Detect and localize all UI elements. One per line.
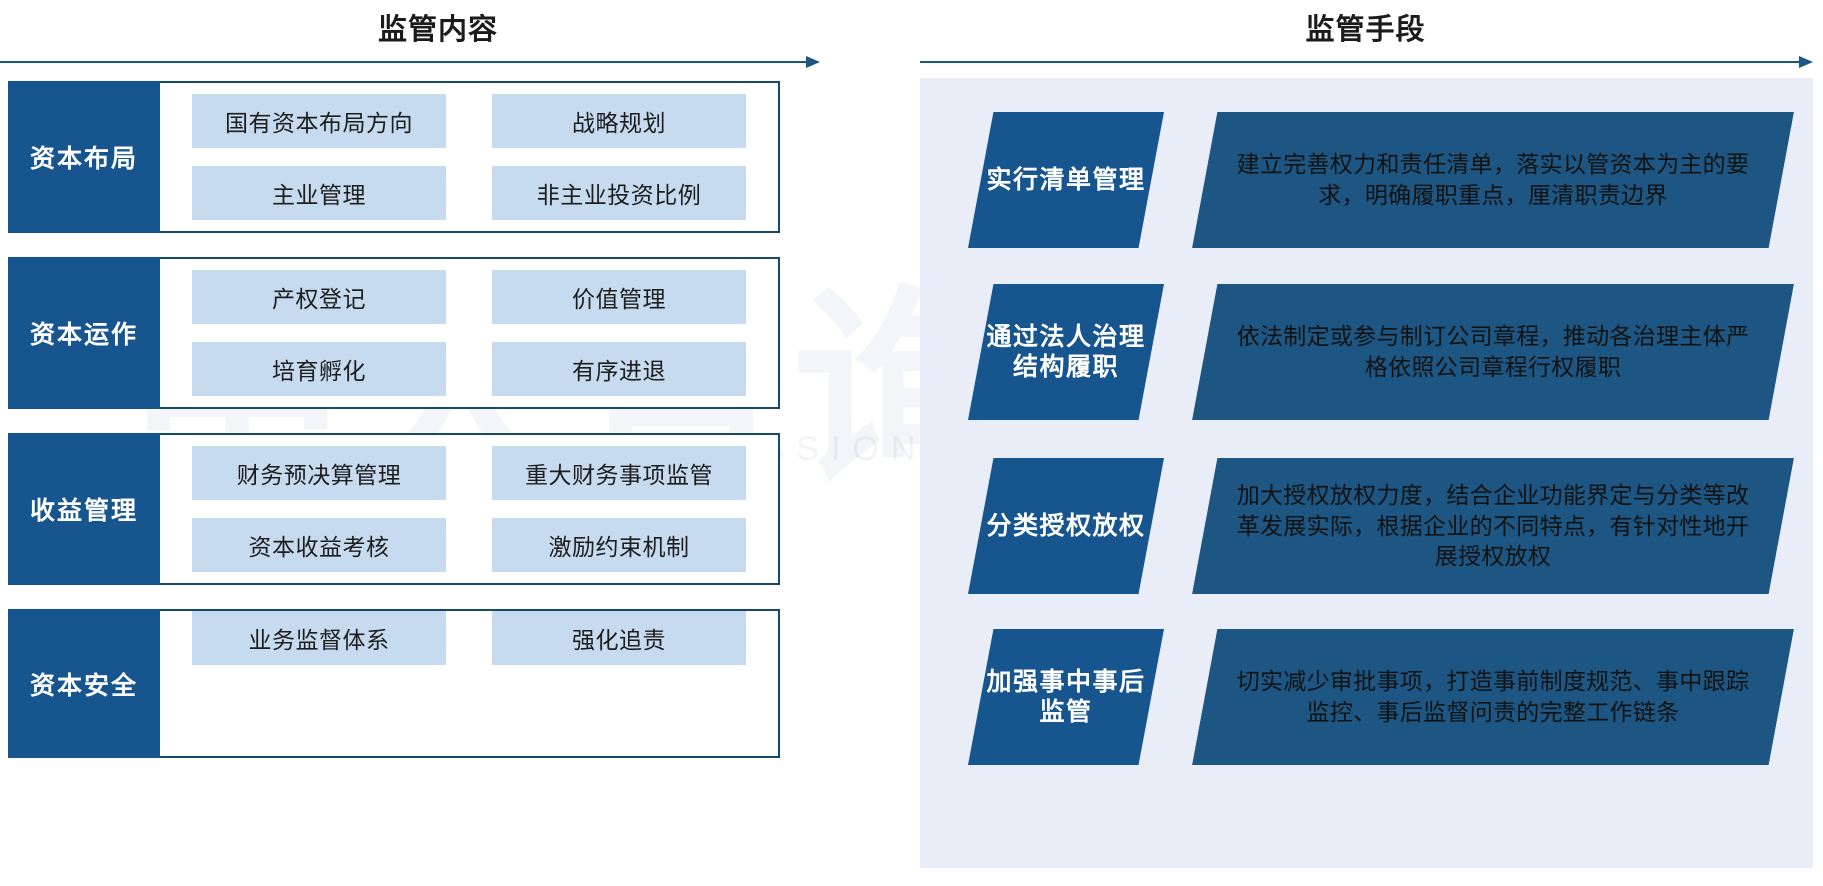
category-chip[interactable]: 财务预决算管理 xyxy=(192,446,446,500)
means-row[interactable]: 通过法人治理结构履职 依法制定或参与制订公司章程，推动各治理主体严格依照公司章程… xyxy=(920,284,1813,420)
category-items: 业务监督体系 强化追责 xyxy=(160,611,778,756)
means-tag-label: 实行清单管理 xyxy=(986,165,1146,194)
means-row[interactable]: 加强事中事后监管 切实减少审批事项，打造事前制度规范、事中跟踪监控、事后监督问责… xyxy=(920,629,1813,765)
category-chip[interactable]: 有序进退 xyxy=(492,342,746,396)
category-chip[interactable]: 业务监督体系 xyxy=(192,611,446,665)
category-row[interactable]: 资本布局 国有资本布局方向 战略规划 主业管理 非主业投资比例 xyxy=(8,81,780,233)
category-chip[interactable]: 培育孵化 xyxy=(192,342,446,396)
left-column-title: 监管内容 xyxy=(377,14,498,46)
means-description: 加大授权放权力度，结合企业功能界定与分类等改革发展实际，根据企业的不同特点，有针… xyxy=(1192,458,1794,594)
category-label: 资本运作 xyxy=(8,257,160,409)
means-tag[interactable]: 加强事中事后监管 xyxy=(968,629,1164,765)
means-tag[interactable]: 通过法人治理结构履职 xyxy=(968,284,1164,420)
means-row[interactable]: 分类授权放权 加大授权放权力度，结合企业功能界定与分类等改革发展实际，根据企业的… xyxy=(920,458,1813,594)
means-description: 切实减少审批事项，打造事前制度规范、事中跟踪监控、事后监督问责的完整工作链条 xyxy=(1192,629,1794,765)
category-row[interactable]: 收益管理 财务预决算管理 重大财务事项监管 资本收益考核 激励约束机制 xyxy=(8,433,780,585)
category-chip[interactable]: 战略规划 xyxy=(492,94,746,148)
arrow-line xyxy=(0,61,807,63)
arrow-head-icon xyxy=(806,56,820,68)
means-row[interactable]: 实行清单管理 建立完善权力和责任清单，落实以管资本为主的要求，明确履职重点，厘清… xyxy=(920,112,1813,248)
category-chip[interactable]: 重大财务事项监管 xyxy=(492,446,746,500)
category-items: 产权登记 价值管理 培育孵化 有序进退 xyxy=(160,259,778,407)
means-tag-label: 通过法人治理结构履职 xyxy=(986,322,1146,382)
right-column-title: 监管手段 xyxy=(1305,14,1426,46)
means-tag-label: 分类授权放权 xyxy=(986,511,1146,540)
means-tag[interactable]: 分类授权放权 xyxy=(968,458,1164,594)
category-label: 收益管理 xyxy=(8,433,160,585)
means-tag[interactable]: 实行清单管理 xyxy=(968,112,1164,248)
means-description-text: 切实减少审批事项，打造事前制度规范、事中跟踪监控、事后监督问责的完整工作链条 xyxy=(1236,668,1750,725)
means-description: 依法制定或参与制订公司章程，推动各治理主体严格依照公司章程行权履职 xyxy=(1192,284,1794,420)
category-chip[interactable]: 主业管理 xyxy=(192,166,446,220)
category-chip[interactable]: 非主业投资比例 xyxy=(492,166,746,220)
category-chip[interactable]: 国有资本布局方向 xyxy=(192,94,446,148)
category-chip[interactable]: 价值管理 xyxy=(492,270,746,324)
means-tag-label: 加强事中事后监管 xyxy=(986,667,1146,727)
category-label: 资本布局 xyxy=(8,81,160,233)
category-items: 国有资本布局方向 战略规划 主业管理 非主业投资比例 xyxy=(160,83,778,231)
left-progress-arrow xyxy=(0,56,820,68)
category-row[interactable]: 资本安全 业务监督体系 强化追责 xyxy=(8,609,780,758)
means-description-text: 建立完善权力和责任清单，落实以管资本为主的要求，明确履职重点，厘清职责边界 xyxy=(1236,151,1750,208)
arrow-head-icon xyxy=(1799,56,1813,68)
category-label: 资本安全 xyxy=(8,609,160,758)
category-items: 财务预决算管理 重大财务事项监管 资本收益考核 激励约束机制 xyxy=(160,435,778,583)
means-description-text: 加大授权放权力度，结合企业功能界定与分类等改革发展实际，根据企业的不同特点，有针… xyxy=(1236,482,1750,570)
means-description-text: 依法制定或参与制订公司章程，推动各治理主体严格依照公司章程行权履职 xyxy=(1236,323,1750,380)
means-panel: 实行清单管理 建立完善权力和责任清单，落实以管资本为主的要求，明确履职重点，厘清… xyxy=(920,78,1813,868)
category-chip[interactable]: 产权登记 xyxy=(192,270,446,324)
category-chip[interactable]: 资本收益考核 xyxy=(192,518,446,572)
means-description: 建立完善权力和责任清单，落实以管资本为主的要求，明确履职重点，厘清职责边界 xyxy=(1192,112,1794,248)
right-progress-arrow xyxy=(920,56,1813,68)
category-chip[interactable]: 强化追责 xyxy=(492,611,746,665)
category-chip[interactable]: 激励约束机制 xyxy=(492,518,746,572)
category-row[interactable]: 资本运作 产权登记 价值管理 培育孵化 有序进退 xyxy=(8,257,780,409)
arrow-line xyxy=(920,61,1800,63)
